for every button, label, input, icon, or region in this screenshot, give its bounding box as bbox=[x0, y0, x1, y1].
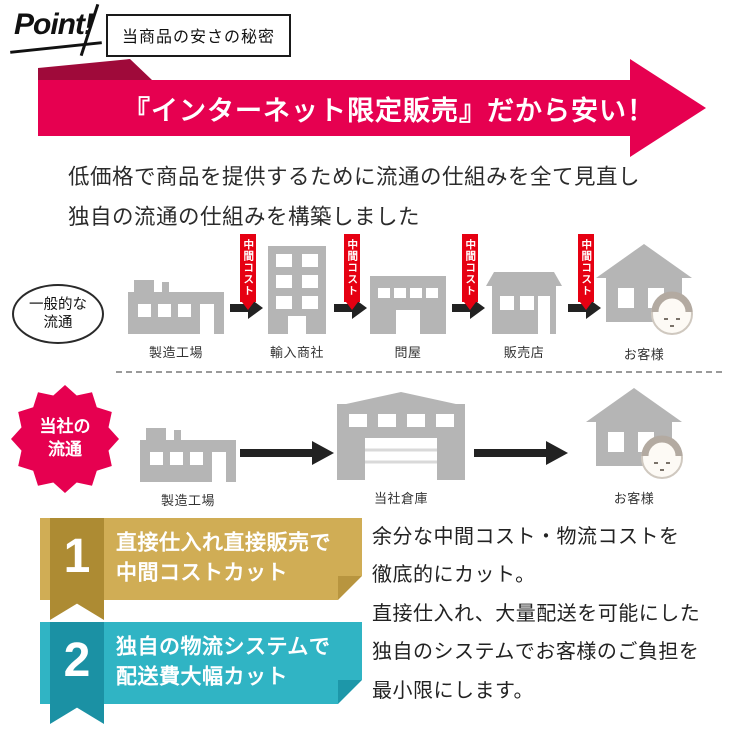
banner-text: 『インターネット限定販売』だから安い！ bbox=[123, 95, 655, 126]
point-2-ribbon: 2 bbox=[50, 622, 104, 724]
intro-text: 低価格で商品を提供するために流通の仕組みを全て見直し 独自の流通の仕組みを構築し… bbox=[68, 158, 640, 238]
page-title: 当商品の安さの秘密 bbox=[106, 14, 292, 57]
warehouse-icon bbox=[370, 276, 446, 334]
dashed-divider bbox=[116, 371, 722, 373]
step-label: 販売店 bbox=[503, 345, 545, 360]
step-label: お客様 bbox=[623, 347, 665, 362]
general-flow-label: 一般的な 流通 bbox=[12, 284, 104, 344]
flow-arrow bbox=[474, 440, 569, 471]
point-2-text: 独自の物流システムで 配送費大幅カット bbox=[116, 635, 331, 689]
company-flow-section: 当社の 流通 製造工場 bbox=[0, 378, 740, 514]
tag-pointer-icon bbox=[580, 301, 592, 310]
point-1-text: 直接仕入れ直接販売で 中間コストカット bbox=[116, 531, 331, 585]
flow-step: 販売店 bbox=[484, 272, 564, 361]
starburst-icon bbox=[11, 385, 119, 493]
description-line-1: 余分な中間コスト・物流コストを bbox=[372, 526, 680, 548]
description-line-5: 最小限にします。 bbox=[372, 679, 534, 702]
flow-arrow bbox=[240, 440, 335, 471]
tag-pointer-icon bbox=[346, 301, 358, 310]
tag-pointer-icon bbox=[464, 301, 476, 310]
factory-icon bbox=[140, 428, 236, 482]
step-label: お客様 bbox=[613, 491, 655, 506]
description-line-2: 徹底的にカット。 bbox=[372, 564, 536, 587]
flow-step: 輸入商社 bbox=[264, 246, 330, 361]
right-arrow-icon bbox=[240, 441, 334, 465]
flow-step: お客様 bbox=[594, 244, 694, 363]
step-label: 輸入商社 bbox=[269, 345, 324, 360]
intro-line-1: 低価格で商品を提供するために流通の仕組みを全て見直し bbox=[68, 165, 641, 189]
sale-banner: 『インターネット限定販売』だから安い！ bbox=[38, 56, 710, 160]
point-1-ribbon: 1 bbox=[50, 518, 104, 620]
middle-cost-tag: 中間コスト bbox=[340, 234, 364, 310]
customer-house-icon bbox=[596, 244, 693, 335]
step-label: 製造工場 bbox=[148, 345, 203, 360]
flow-step: 製造工場 bbox=[126, 274, 226, 361]
flow-step: 製造工場 bbox=[138, 422, 238, 509]
general-flow-section: 一般的な 流通 製造工場 中間コスト bbox=[0, 234, 740, 372]
factory-icon bbox=[128, 280, 224, 334]
customer-face-icon bbox=[651, 291, 693, 335]
point-1-box: 1 直接仕入れ直接販売で 中間コストカット bbox=[40, 518, 362, 620]
step-label: 当社倉庫 bbox=[373, 491, 428, 506]
step-label: 製造工場 bbox=[160, 493, 215, 508]
company-flow-badge: 当社の 流通 bbox=[10, 384, 120, 494]
tag-pointer-icon bbox=[242, 301, 254, 310]
flow-step: 当社倉庫 bbox=[336, 392, 466, 507]
flow-step: お客様 bbox=[584, 388, 684, 507]
intro-line-2: 独自の流通の仕組みを構築しました bbox=[68, 204, 421, 229]
point-underline-stroke bbox=[10, 41, 102, 54]
benefit-description: 余分な中間コスト・物流コストを 徹底的にカット。 直接仕入れ、大量配送を可能にし… bbox=[372, 518, 728, 710]
point-2-number: 2 bbox=[63, 633, 91, 687]
customer-house-icon bbox=[586, 388, 683, 479]
office-building-icon bbox=[268, 246, 326, 334]
point-1-number: 1 bbox=[63, 529, 91, 583]
shop-icon bbox=[486, 272, 562, 334]
point-2-box: 2 独自の物流システムで 配送費大幅カット bbox=[40, 622, 362, 724]
flow-step: 問屋 bbox=[368, 272, 448, 361]
company-flow-badge-label: 当社の 流通 bbox=[39, 417, 91, 459]
point-label: Point! bbox=[14, 8, 94, 41]
step-label: 問屋 bbox=[394, 345, 422, 360]
middle-cost-tag: 中間コスト bbox=[574, 234, 598, 310]
banner-arrow-icon bbox=[38, 59, 706, 157]
description-line-4: 独自のシステムでお客様のご負担を bbox=[372, 641, 700, 664]
middle-cost-tag: 中間コスト bbox=[458, 234, 482, 310]
company-warehouse-icon bbox=[337, 392, 465, 480]
customer-face-icon bbox=[641, 435, 683, 479]
description-line-3: 直接仕入れ、大量配送を可能にした bbox=[372, 602, 701, 625]
right-arrow-icon bbox=[474, 441, 568, 465]
middle-cost-tag: 中間コスト bbox=[236, 234, 260, 310]
